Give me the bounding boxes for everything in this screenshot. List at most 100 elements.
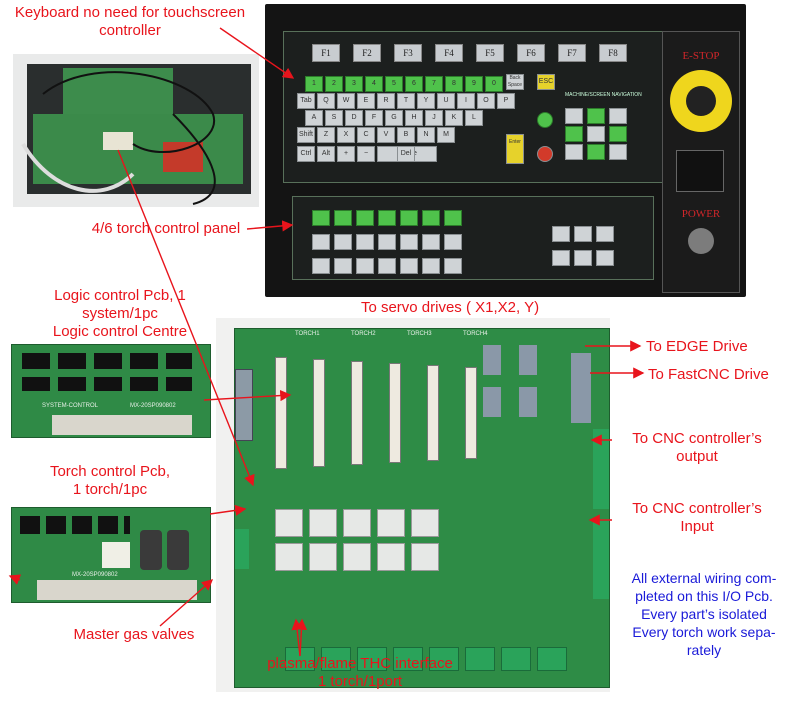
mode-key[interactable]	[552, 250, 570, 266]
relay	[377, 509, 405, 537]
key-0[interactable]: 0	[485, 76, 503, 92]
key-5[interactable]: 5	[385, 76, 403, 92]
key-shift[interactable]: Shift	[297, 127, 315, 143]
input-terminal-strip	[593, 519, 609, 599]
torch-key[interactable]	[356, 234, 374, 250]
torch-key[interactable]	[400, 258, 418, 274]
nav-key[interactable]	[565, 108, 583, 124]
torch-key[interactable]	[312, 210, 330, 226]
esc-key[interactable]: ESC	[537, 74, 555, 90]
torch-key[interactable]	[422, 210, 440, 226]
fkey-f5[interactable]: F5	[476, 44, 504, 62]
key-x[interactable]: −	[357, 146, 375, 162]
key-a[interactable]: A	[305, 110, 323, 126]
fkey-f4[interactable]: F4	[435, 44, 463, 62]
torch-key[interactable]	[444, 258, 462, 274]
estop-label: E-STOP	[682, 50, 720, 62]
estop-button[interactable]	[670, 70, 732, 132]
key-x[interactable]: +	[337, 146, 355, 162]
key-7[interactable]: 7	[425, 76, 443, 92]
torch-key[interactable]	[422, 234, 440, 250]
nav-key[interactable]	[609, 144, 627, 160]
key-f[interactable]: F	[365, 110, 383, 126]
output-terminal-strip	[593, 429, 609, 509]
key-p[interactable]: P	[497, 93, 515, 109]
nav-key[interactable]	[609, 108, 627, 124]
torch-key[interactable]	[334, 258, 352, 274]
key-9[interactable]: 9	[465, 76, 483, 92]
label-gas-valves: Master gas valves	[73, 626, 195, 643]
mode-key[interactable]	[596, 250, 614, 266]
key-v[interactable]: V	[377, 127, 395, 143]
nav-key[interactable]	[587, 108, 605, 124]
key-o[interactable]: O	[477, 93, 495, 109]
torch-key[interactable]	[378, 234, 396, 250]
key-z[interactable]: Z	[317, 127, 335, 143]
mode-key[interactable]	[596, 226, 614, 242]
fkey-f2[interactable]: F2	[353, 44, 381, 62]
torch-key[interactable]	[312, 234, 330, 250]
torch-key[interactable]	[378, 258, 396, 274]
key-alt[interactable]: Alt	[317, 146, 335, 162]
key-d[interactable]: D	[345, 110, 363, 126]
fkey-f6[interactable]: F6	[517, 44, 545, 62]
torch-key[interactable]	[356, 258, 374, 274]
start-key[interactable]	[537, 112, 553, 128]
key-e[interactable]: E	[357, 93, 375, 109]
key-r[interactable]: R	[377, 93, 395, 109]
key-b[interactable]: B	[397, 127, 415, 143]
torch-key[interactable]	[334, 210, 352, 226]
key-i[interactable]: I	[457, 93, 475, 109]
key-t[interactable]: T	[397, 93, 415, 109]
nav-key[interactable]	[587, 126, 605, 142]
torch-key[interactable]	[400, 210, 418, 226]
key-2[interactable]: 2	[325, 76, 343, 92]
mode-key[interactable]	[574, 250, 592, 266]
torch-key[interactable]	[422, 258, 440, 274]
key-6[interactable]: 6	[405, 76, 423, 92]
key-ctrl[interactable]: Ctrl	[297, 146, 315, 162]
nav-key[interactable]	[565, 126, 583, 142]
key-4[interactable]: 4	[365, 76, 383, 92]
stop-key[interactable]	[537, 146, 553, 162]
nav-key[interactable]	[587, 144, 605, 160]
key-u[interactable]: U	[437, 93, 455, 109]
key-y[interactable]: Y	[417, 93, 435, 109]
torch-key[interactable]	[378, 210, 396, 226]
torch-key[interactable]	[312, 258, 330, 274]
enter-key[interactable]: Enter	[506, 134, 524, 164]
fkey-f8[interactable]: F8	[599, 44, 627, 62]
mode-key[interactable]	[552, 226, 570, 242]
torch-key[interactable]	[444, 234, 462, 250]
key-w[interactable]: W	[337, 93, 355, 109]
key-tab[interactable]: Tab	[297, 93, 315, 109]
fkey-f3[interactable]: F3	[394, 44, 422, 62]
key-j[interactable]: J	[425, 110, 443, 126]
fkey-f1[interactable]: F1	[312, 44, 340, 62]
torch-key[interactable]	[356, 210, 374, 226]
fkey-f7[interactable]: F7	[558, 44, 586, 62]
nav-key[interactable]	[565, 144, 583, 160]
key-s[interactable]: S	[325, 110, 343, 126]
backspace-key[interactable]: Back Space	[506, 74, 524, 90]
nav-key[interactable]	[609, 126, 627, 142]
key-n[interactable]: N	[417, 127, 435, 143]
key-h[interactable]: H	[405, 110, 423, 126]
key-g[interactable]: G	[385, 110, 403, 126]
torch-key[interactable]	[334, 234, 352, 250]
key-x[interactable]: X	[337, 127, 355, 143]
key-c[interactable]: C	[357, 127, 375, 143]
power-button[interactable]	[688, 228, 714, 254]
key-3[interactable]: 3	[345, 76, 363, 92]
mode-key[interactable]	[574, 226, 592, 242]
key-del[interactable]: Del	[397, 146, 415, 162]
torch-key[interactable]	[400, 234, 418, 250]
torch-key[interactable]	[444, 210, 462, 226]
key-8[interactable]: 8	[445, 76, 463, 92]
relay	[309, 543, 337, 571]
key-k[interactable]: K	[445, 110, 463, 126]
key-1[interactable]: 1	[305, 76, 323, 92]
key-m[interactable]: M	[437, 127, 455, 143]
key-l[interactable]: L	[465, 110, 483, 126]
key-q[interactable]: Q	[317, 93, 335, 109]
